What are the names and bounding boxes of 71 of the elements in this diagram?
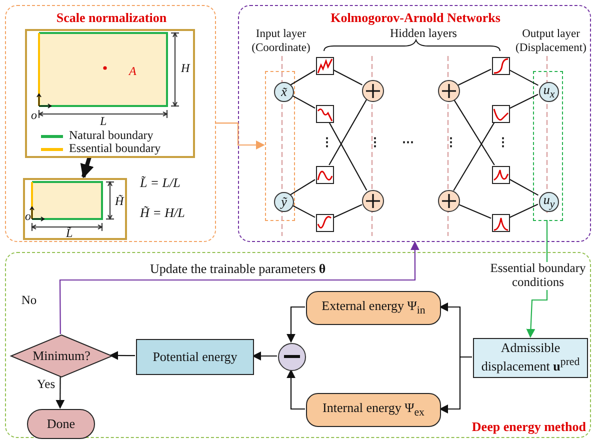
ellipsis: ⋮ <box>497 136 509 150</box>
connector-line <box>453 99 495 166</box>
dimension-label: A <box>129 65 136 78</box>
dimension-label: H <box>181 62 190 76</box>
arrow <box>439 356 472 414</box>
connector-line <box>508 69 538 86</box>
group-title: Scale normalization <box>55 10 168 26</box>
sum-node <box>362 190 384 212</box>
ellipsis: ⋮ <box>321 136 333 150</box>
process-box: Admissible displacement u$^{pred}$ <box>473 338 588 378</box>
process-box: External energy Ψ$_{in}$ <box>306 291 441 325</box>
sum-node <box>362 80 384 102</box>
bracket-label: Hidden layers <box>390 27 457 40</box>
ellipsis: ⋯ <box>402 136 414 150</box>
connector-line <box>508 204 538 218</box>
spline-plot <box>492 166 510 184</box>
subtract-node <box>278 343 306 371</box>
sum-node <box>438 80 460 102</box>
neuron-circle: u$_{x}$ <box>539 82 559 102</box>
arrow <box>59 241 420 334</box>
neuron-circle: u$_{y}$ <box>539 192 559 212</box>
connector-line <box>508 178 538 196</box>
arrow <box>109 350 135 360</box>
neuron-circle: x̃ <box>274 82 294 102</box>
spline-plot <box>316 166 334 184</box>
connector-line <box>508 94 538 110</box>
arrow <box>80 156 94 178</box>
legend-text: Essential boundary <box>69 142 161 156</box>
connector-line <box>290 179 316 196</box>
arrow <box>286 306 305 343</box>
group-title: Kolmogorov-Arnold Networks <box>330 10 502 26</box>
connector-line <box>453 122 496 191</box>
dimension-label: o <box>31 109 37 122</box>
spline-plot <box>492 214 510 232</box>
ellipsis: ⋮ <box>445 136 457 150</box>
connector-line <box>290 204 316 218</box>
spline-plot <box>316 105 334 123</box>
formula: L̃ = L/L <box>140 176 180 190</box>
ellipsis: ⋮ <box>369 136 381 150</box>
dimension-label: L̃ <box>66 227 73 240</box>
connector-line <box>332 204 362 218</box>
arrow <box>56 376 65 409</box>
legend-text: Natural boundary <box>69 129 154 142</box>
connector-line <box>458 68 492 86</box>
group-title: Deep energy method <box>470 419 586 435</box>
process-box: Potential energy <box>136 339 254 375</box>
neuron-circle: ỹ <box>274 192 294 212</box>
spline-plot <box>316 57 334 75</box>
formula: H̃ = H/L <box>140 206 185 220</box>
dimension-label: H̃ <box>115 195 124 208</box>
dimension-label: L <box>100 115 107 128</box>
dashed-panel <box>238 5 591 242</box>
annotation-text: Update the trainable parameters θ <box>150 262 326 276</box>
process-box: Internal energy Ψ$_{ex}$ <box>306 393 441 427</box>
sum-node <box>438 190 460 212</box>
arrow <box>252 352 277 360</box>
decision-diamond: Minimum? <box>11 335 112 377</box>
connector-line <box>328 122 368 191</box>
spline-plot <box>492 57 510 75</box>
connector-line <box>328 99 367 166</box>
connector-line <box>290 94 316 109</box>
dimension-label: o <box>25 210 31 224</box>
arrow <box>216 122 265 150</box>
arrow <box>286 369 305 410</box>
connector-line <box>290 70 316 86</box>
connector-line <box>458 204 492 219</box>
connector-line <box>332 69 362 86</box>
dashed-panel <box>5 5 216 242</box>
spline-plot <box>492 105 510 123</box>
spline-plot <box>316 214 334 232</box>
terminal-box: Done <box>27 409 95 439</box>
